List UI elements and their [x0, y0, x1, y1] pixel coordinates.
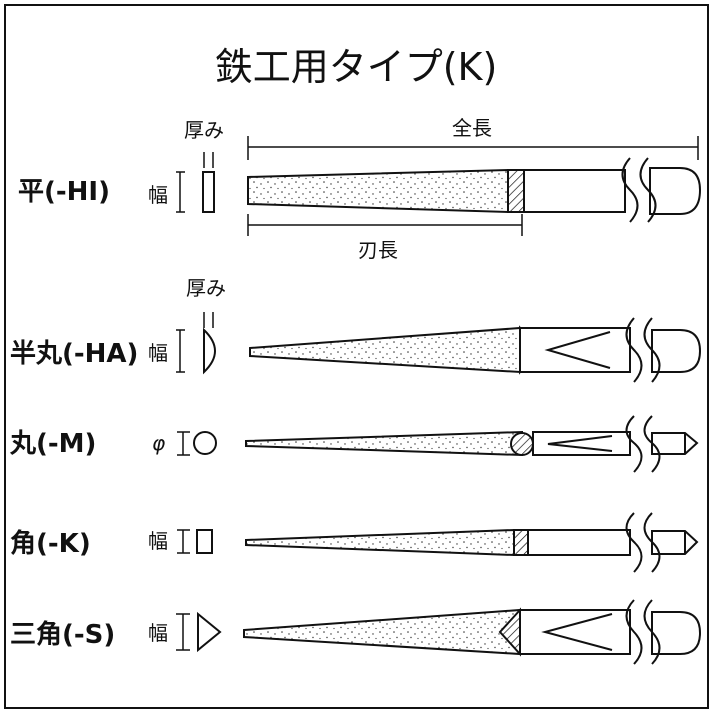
cross-section-square	[177, 529, 213, 554]
type-label-flat: 平(-HI)	[18, 177, 110, 207]
file-half-round	[249, 317, 702, 383]
width-label: 幅	[148, 529, 168, 553]
row-square: 角(-K) 幅	[10, 512, 699, 573]
type-label-square: 角(-K)	[10, 528, 91, 559]
thickness-label: 厚み	[186, 276, 226, 300]
thickness-label: 厚み	[184, 118, 224, 142]
cross-section-half-round	[176, 312, 216, 375]
file-triangle	[243, 599, 702, 665]
overall-length-dimension	[247, 136, 699, 160]
width-label: 幅	[148, 183, 168, 207]
file-flat	[247, 157, 702, 223]
row-round: 丸(-M) φ	[9, 415, 699, 473]
blade-length-label: 刃長	[358, 238, 398, 262]
overall-length-label: 全長	[452, 116, 492, 140]
row-flat: 平(-HI) 厚み 幅 全長	[18, 116, 702, 262]
cross-section-round	[177, 431, 217, 456]
type-label-triangle: 三角(-S)	[10, 619, 115, 650]
row-half-round: 厚み 半丸(-HA) 幅	[10, 276, 702, 383]
file-round	[245, 415, 699, 473]
diameter-label: φ	[152, 431, 165, 455]
outer-border	[4, 4, 709, 709]
width-label: 幅	[148, 621, 168, 645]
cross-section-triangle	[176, 611, 222, 653]
width-label: 幅	[148, 341, 168, 365]
type-label-round: 丸(-M)	[9, 429, 96, 459]
type-label-half-round: 半丸(-HA)	[10, 339, 138, 369]
page-title: 鉄工用タイプ(K)	[215, 45, 498, 89]
blade-length-dimension	[247, 214, 523, 236]
file-square	[245, 512, 699, 573]
cross-section-flat	[176, 152, 215, 213]
row-triangle: 三角(-S) 幅	[10, 599, 702, 665]
